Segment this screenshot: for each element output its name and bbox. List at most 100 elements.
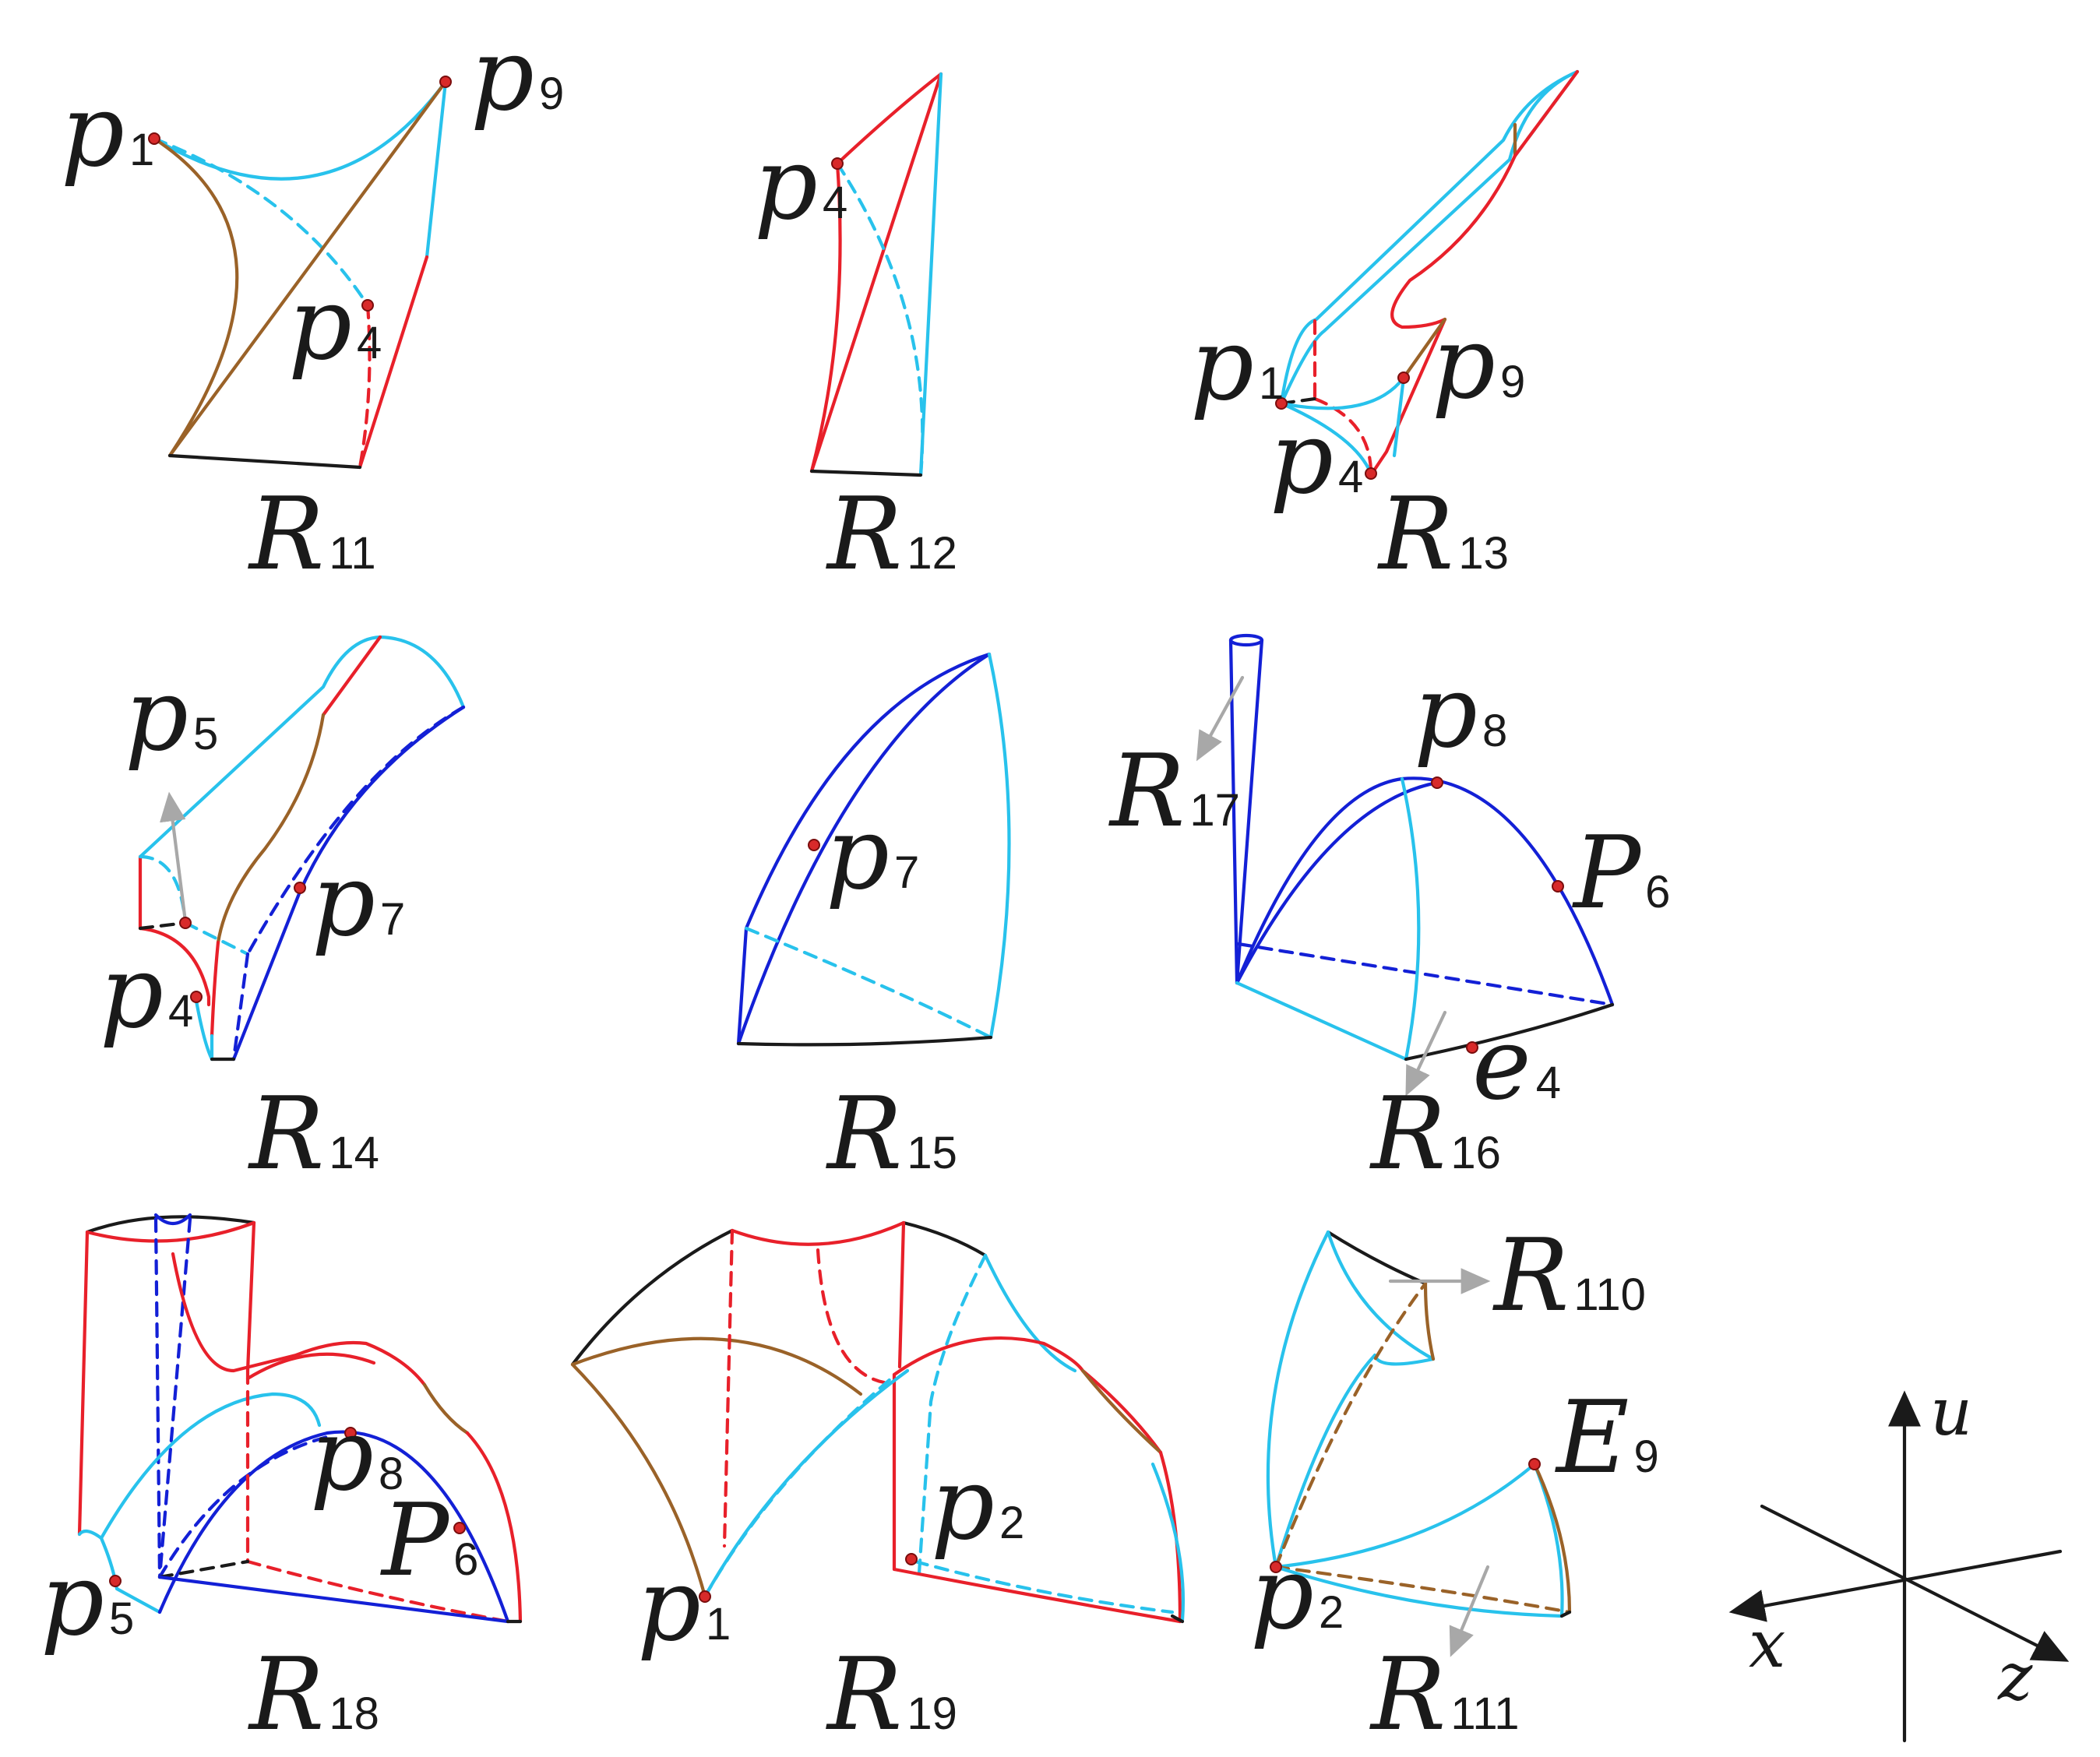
r19-top-red [730, 1220, 906, 1246]
axis-label-z: z [1997, 1639, 2033, 1715]
r19-base-right [1170, 1614, 1185, 1624]
r18-top-notch [153, 1213, 192, 1226]
r18-black-dashed-base [157, 1559, 250, 1579]
r19-cyan-dashed-1 [917, 1253, 988, 1576]
r15-edge-blue-left [736, 926, 749, 1046]
r16-edge-bottom [1404, 1002, 1615, 1062]
r19-red-base [892, 1567, 1182, 1624]
r17-stem-top [1228, 633, 1264, 647]
r11-point-p1 [148, 132, 160, 145]
r18-top-front [85, 1220, 256, 1243]
r14-point-p4 [190, 991, 203, 1003]
r110-top-black [1326, 1230, 1428, 1286]
r18-dashed-blue-2 [157, 1217, 192, 1579]
r12-edge-diag-red [809, 72, 943, 474]
r111-point-E9 [1528, 1458, 1541, 1470]
r18-point-p5 [109, 1575, 122, 1587]
r17-arrow [1196, 675, 1245, 762]
r13-edge-cyan-right [1392, 375, 1406, 458]
r111-cyan-top [1274, 1462, 1537, 1569]
r111-cyan-base [1274, 1565, 1564, 1618]
r15-edge-cyan-right [987, 652, 1011, 1040]
r14-edge-black-dashed [138, 921, 188, 931]
r19-red-front [892, 1336, 1163, 1455]
r11-point-p4 [361, 299, 374, 312]
r18-red-dashed-base [245, 1559, 510, 1624]
r111-point-p2 [1270, 1561, 1282, 1573]
r111-base-black [1559, 1610, 1572, 1618]
r11-edge-dashed-red [358, 303, 372, 470]
r15-edge-blue-outer [744, 652, 992, 931]
r16-edge-cyan-left [1235, 981, 1408, 1062]
r110-cyan-notch [1326, 1230, 1436, 1361]
axis-label-x: x [1749, 1606, 1785, 1682]
r14-edge-blue-dashed-1 [245, 705, 466, 956]
r14-edge-red-spine [210, 940, 220, 1038]
r11-point-p9 [439, 76, 452, 88]
r18-left-wall [77, 1230, 90, 1537]
r19-point-p2 [905, 1553, 918, 1565]
r19-brown-right [1080, 1368, 1163, 1455]
r19-red-dashed-left [722, 1228, 735, 1548]
r19-point-p1 [699, 1590, 711, 1603]
r13-edge-red-dashed-curve [1312, 396, 1373, 476]
r16-arrow [1405, 1010, 1447, 1097]
r14-edge-red-left-curve [138, 926, 211, 1007]
r13-point-p1 [1275, 397, 1288, 410]
r111-brown-dashed-base [1274, 1565, 1572, 1614]
r110-brown-dashed [1274, 1281, 1428, 1569]
r14-edge-top-cyan [138, 635, 466, 859]
r14-edge-blue [231, 705, 466, 1062]
r14-edge-red-top [321, 635, 382, 717]
r14-edge-cyan-dashed-2 [183, 921, 250, 956]
r19-cyan-dashed-base [913, 1559, 1175, 1614]
axes: u x z [1728, 1374, 2070, 1743]
axis-z [1760, 1504, 2070, 1662]
r18-blue-arch [157, 1430, 510, 1624]
r16-edge-blue-dashed [1236, 942, 1615, 1007]
r11-edge-right-red [358, 255, 429, 470]
r15-edge-blue-inner [736, 652, 992, 1046]
r13-edge-base-cyan-2 [1279, 401, 1373, 476]
r13-edge-red-profile [1369, 69, 1580, 477]
r14-edge-blue-dashed-2 [231, 952, 250, 1062]
r13-point-p4 [1365, 467, 1377, 480]
r19-cyan-outer-arc [1150, 1462, 1186, 1622]
r111-brown-right [1532, 1462, 1572, 1614]
r16-point-e4 [1466, 1041, 1478, 1054]
r19-red-center-wall [897, 1220, 906, 1369]
axis-x [1728, 1549, 2063, 1622]
r11-edge-brown-diag [167, 79, 448, 458]
r13-point-p9 [1397, 371, 1410, 384]
r16-point-p8 [1431, 776, 1443, 789]
r111-arrow [1449, 1565, 1490, 1657]
